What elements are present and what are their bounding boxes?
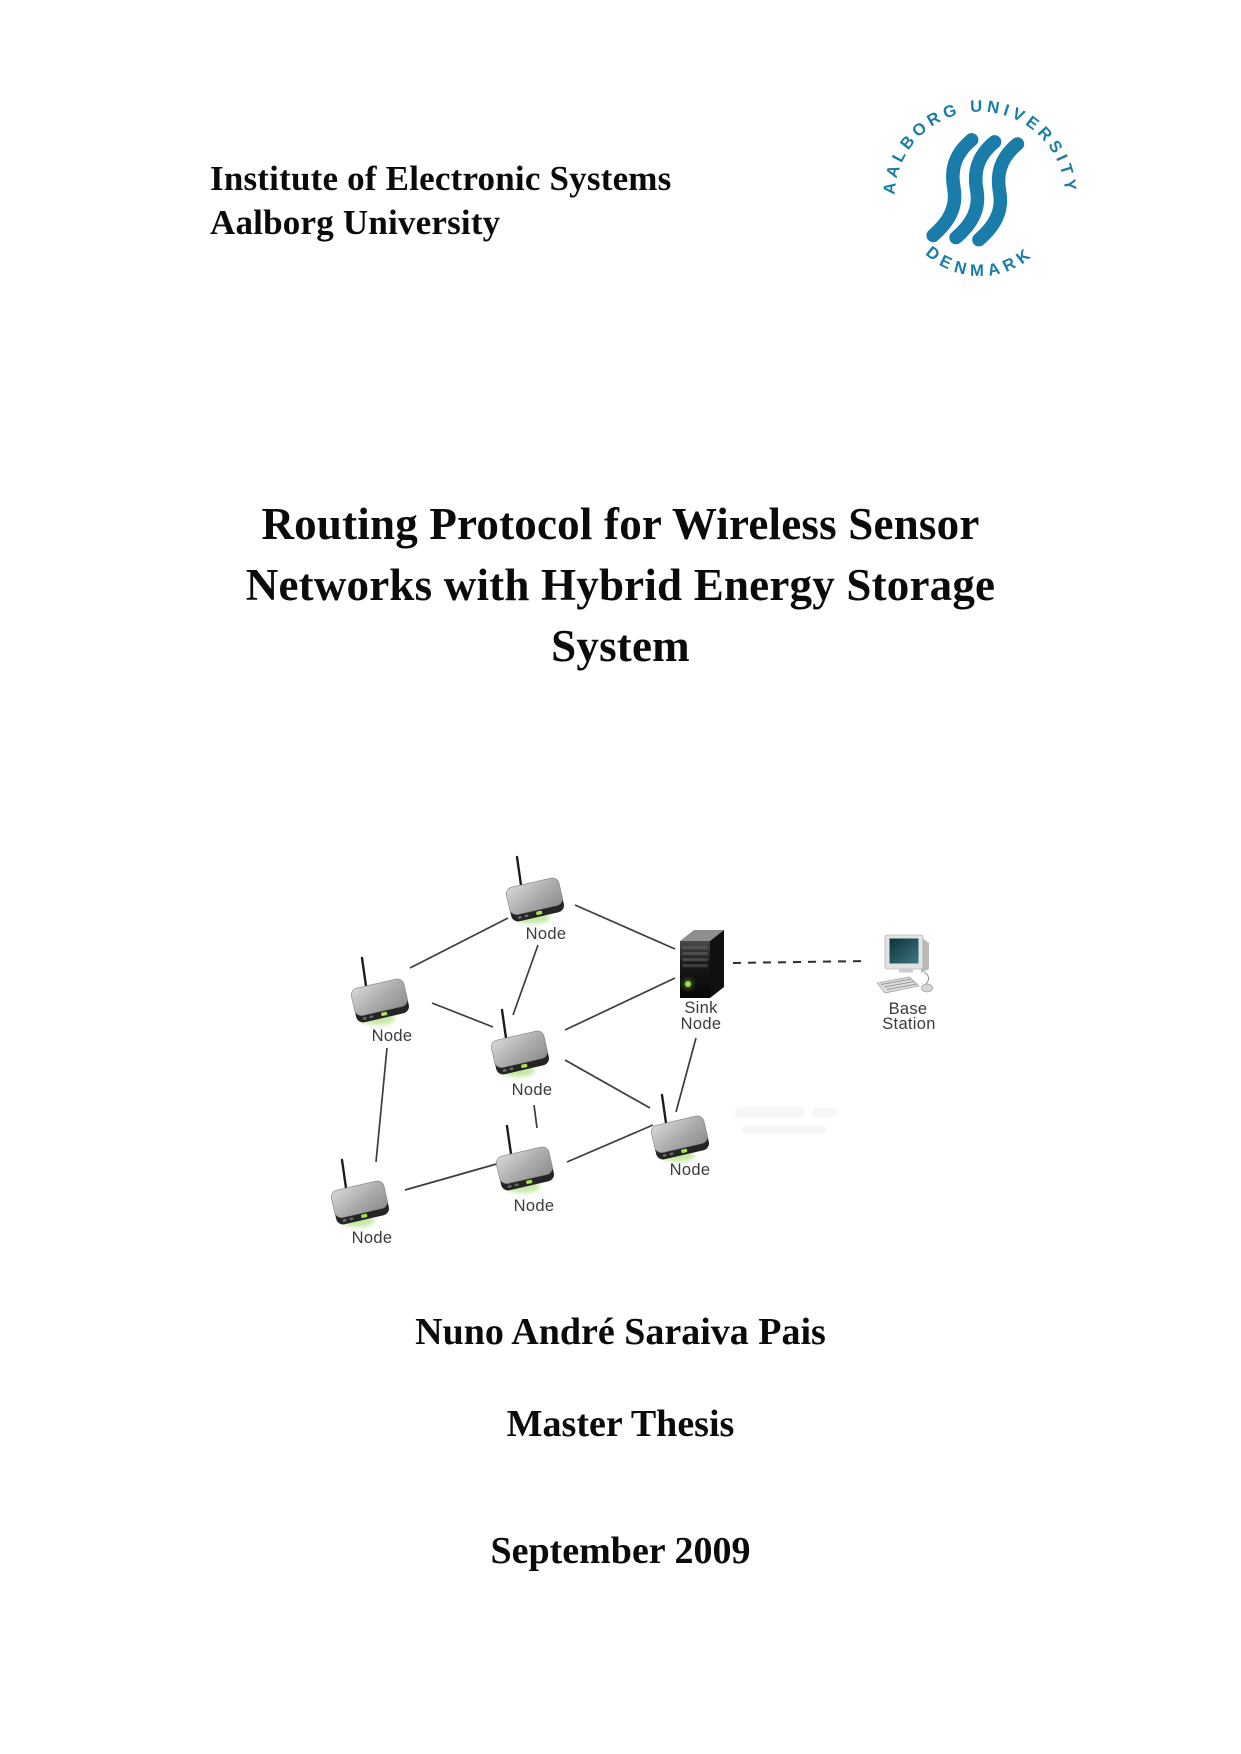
connection-line [404, 1162, 501, 1191]
connection-line [512, 944, 539, 1016]
faint-watermark [735, 1107, 838, 1134]
connection-line [564, 977, 676, 1031]
connection-line [564, 1059, 651, 1109]
thesis-title: Routing Protocol for Wireless Sensor Net… [0, 494, 1241, 677]
author-name: Nuno André Saraiva Pais [415, 1311, 826, 1353]
connection-line [566, 1124, 654, 1163]
node-label: Node [670, 1161, 711, 1179]
sink-node-label: Sink [684, 999, 718, 1017]
institute-name: Institute of Electronic Systems [210, 159, 672, 198]
sensor-network-diagram: Node Node Node Node Node Node Sink Node … [280, 845, 935, 1247]
connection-line [574, 904, 676, 950]
node-label: Node [526, 925, 567, 943]
university-name: Aalborg University [210, 203, 501, 242]
thesis-type: Master Thesis [506, 1403, 735, 1445]
logo-arc-bottom-text: DENMARK [922, 242, 1037, 280]
node-label: Node [372, 1027, 413, 1045]
wired-dashed-link [732, 960, 868, 964]
network-links [375, 904, 868, 1191]
title-line-2: Networks with Hybrid Energy Storage [245, 560, 996, 610]
node-label: Node [514, 1197, 555, 1215]
base-station-label: Base [889, 1000, 928, 1018]
connection-line [409, 917, 509, 969]
sensor-node-icon [495, 1126, 555, 1193]
connection-line [375, 1047, 388, 1163]
sensor-node-icon [350, 958, 410, 1025]
sensor-node-icon [650, 1095, 710, 1162]
sensor-node-icon [330, 1160, 390, 1227]
university-logo: AALBORG UNIVERSITY DENMARK [879, 97, 1076, 280]
connection-line [431, 1002, 494, 1028]
base-station-icon [876, 934, 933, 994]
title-line-3: System [551, 621, 690, 671]
connection-line [675, 1037, 697, 1113]
connection-line [533, 1104, 538, 1129]
node-label: Node [352, 1229, 393, 1247]
institute-header: Institute of Electronic Systems Aalborg … [210, 157, 671, 245]
sink-node-label: Node [681, 1015, 722, 1033]
sensor-node-icon [505, 857, 565, 924]
node-label: Node [512, 1081, 553, 1099]
sink-node-icon [680, 930, 724, 998]
title-line-1: Routing Protocol for Wireless Sensor [261, 499, 980, 549]
logo-wave-icon [926, 133, 1025, 247]
sensor-node-icon [490, 1010, 550, 1077]
thesis-date: September 2009 [490, 1530, 751, 1572]
base-station-label: Station [882, 1015, 935, 1033]
